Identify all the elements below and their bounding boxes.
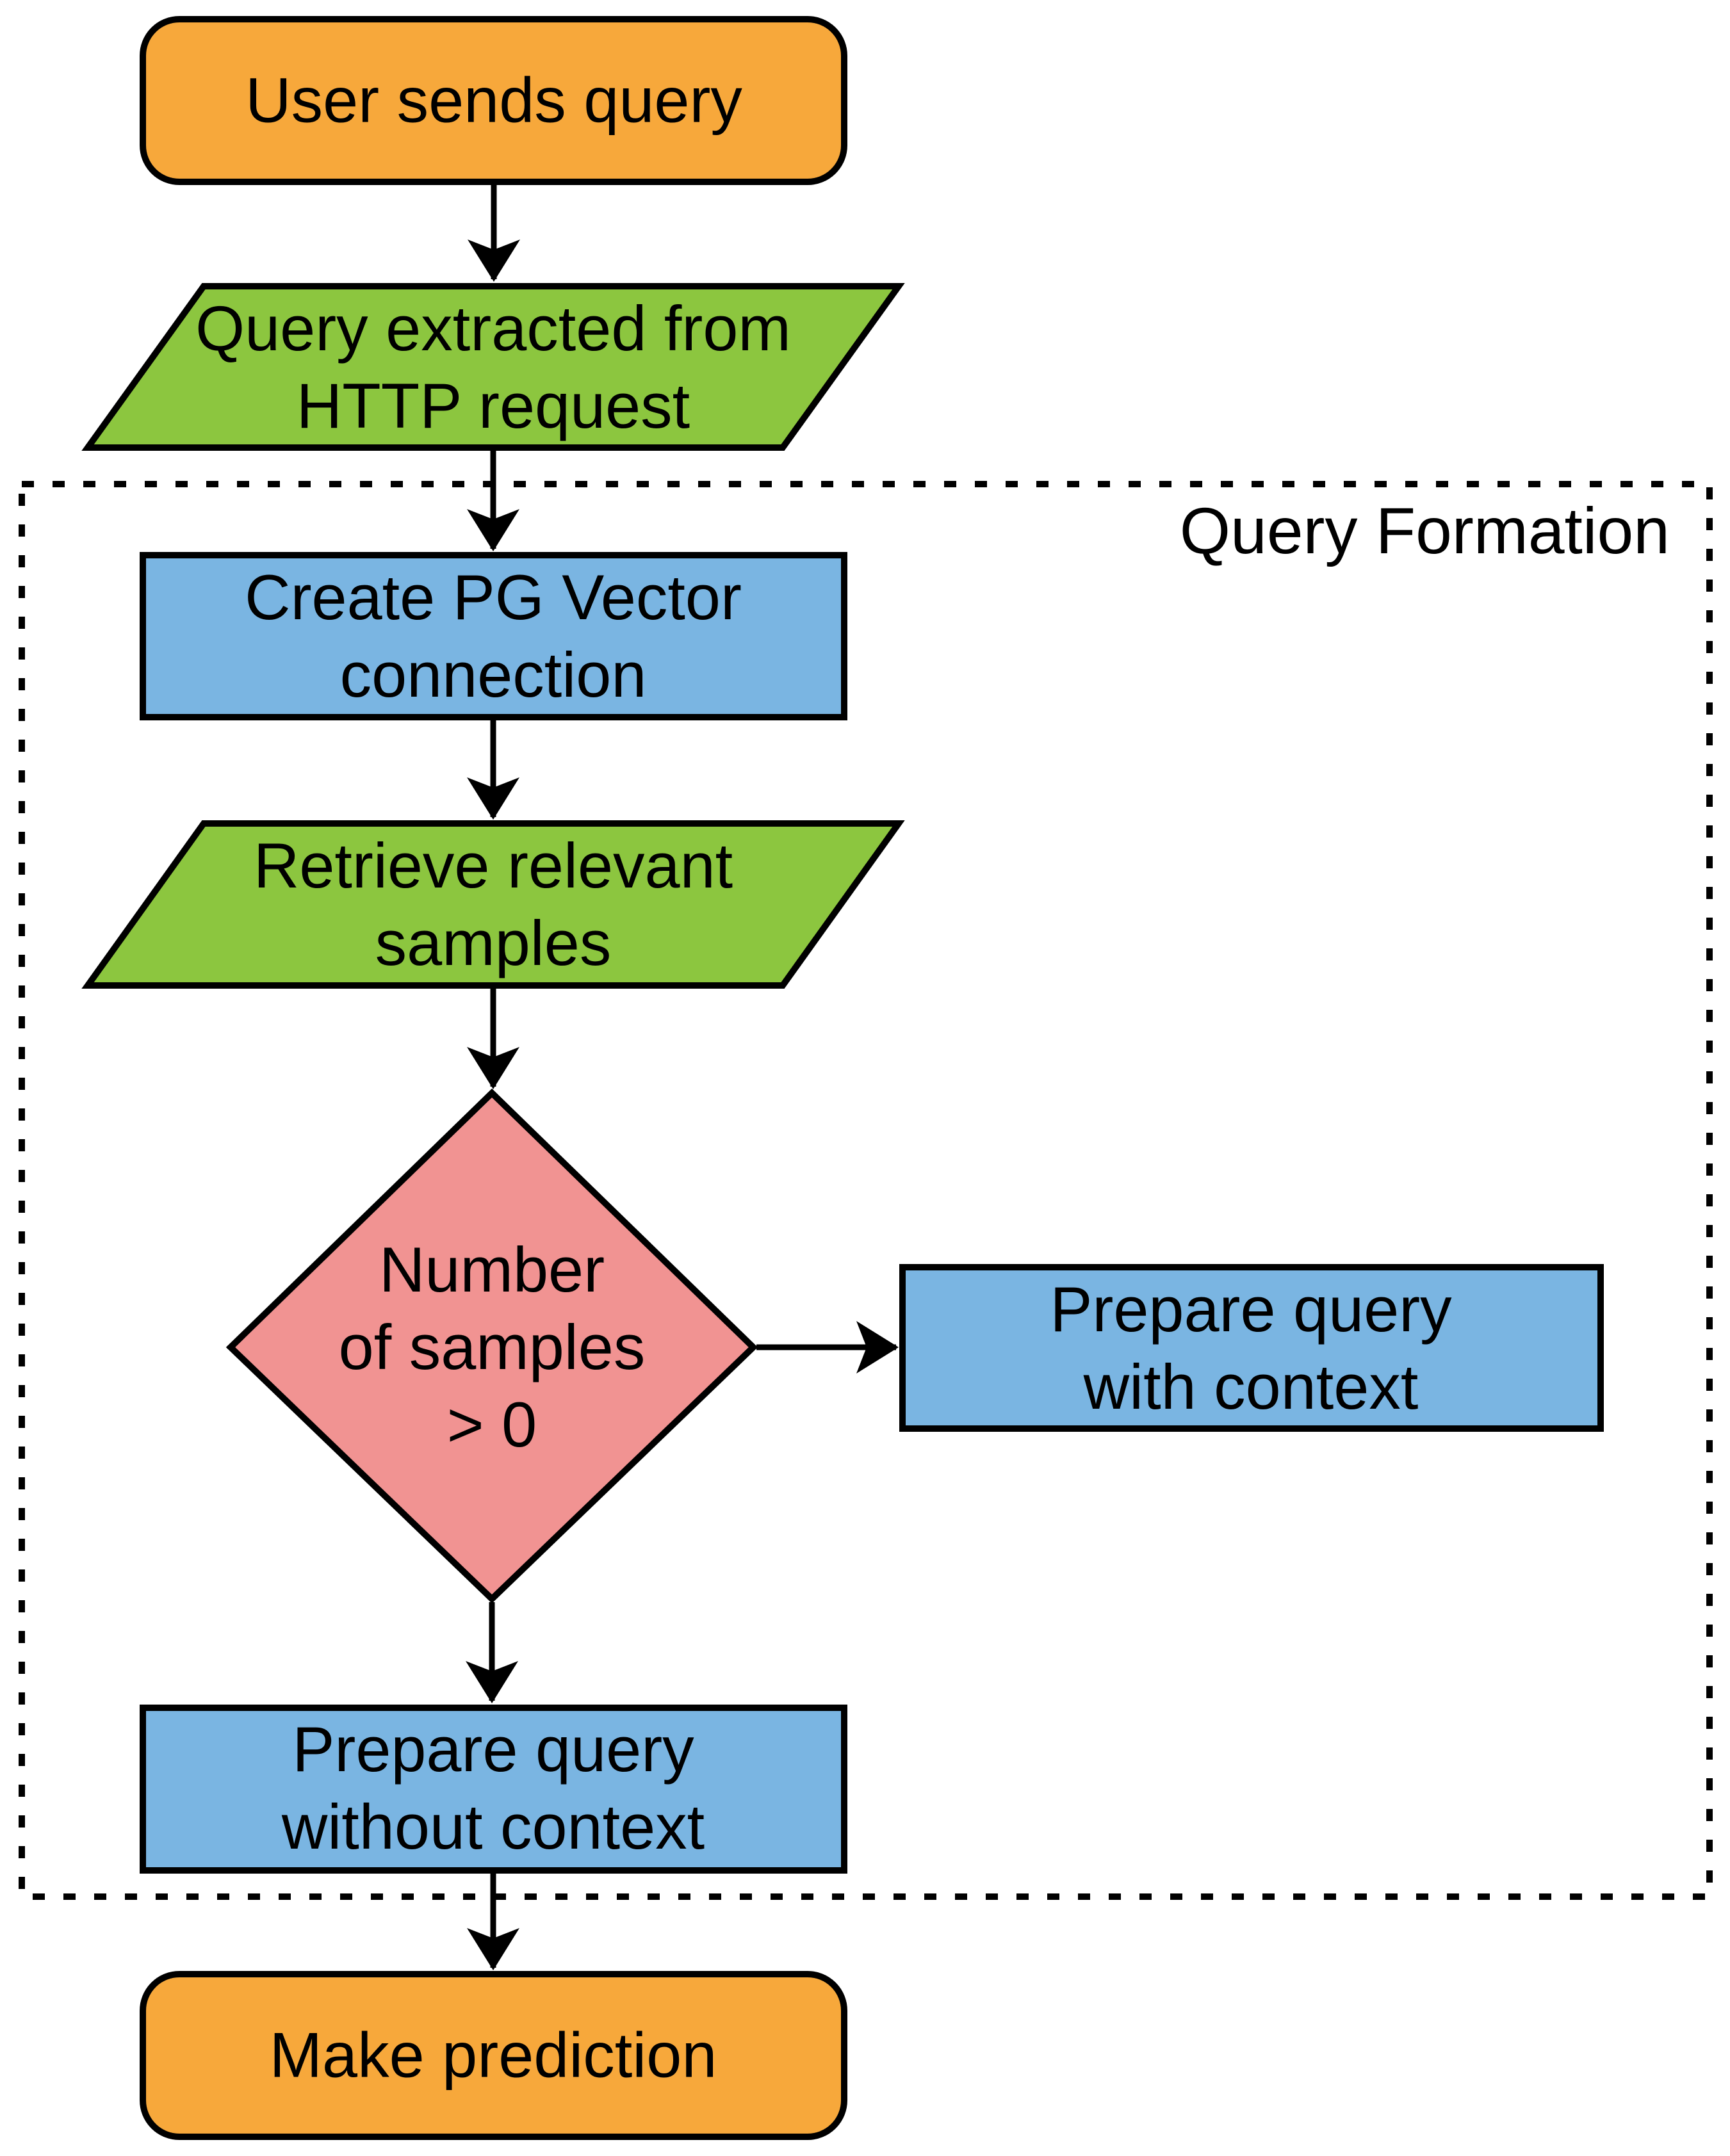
query-formation-region-label: Query Formation [1179,494,1670,567]
node-prepare-with-context-shape [899,1264,1604,1432]
node-make-prediction-shape [140,1971,847,2140]
node-user-sends-query-shape [140,16,847,185]
node-retrieve-samples-shape [81,820,905,989]
query-formation-region [19,481,1713,1900]
node-prepare-without-context-shape [140,1705,847,1874]
node-with-context-label: Prepare query with context [1050,1274,1452,1422]
node-predict-label: Make prediction [269,2019,717,2091]
node-without-context-label: Prepare query without context [281,1714,705,1862]
node-samples-decision-shape [225,1089,758,1603]
node-query-extracted-shape [81,283,905,451]
node-create-pg-vector-shape [140,552,847,720]
node-decision-label: Number of samples > 0 [338,1233,646,1460]
node-connect-label: Create PG Vector connection [245,562,742,710]
node-extract-label: Query extracted from HTTP request [195,293,791,441]
node-start-label: User sends query [245,64,742,136]
node-retrieve-label: Retrieve relevant samples [253,830,733,978]
